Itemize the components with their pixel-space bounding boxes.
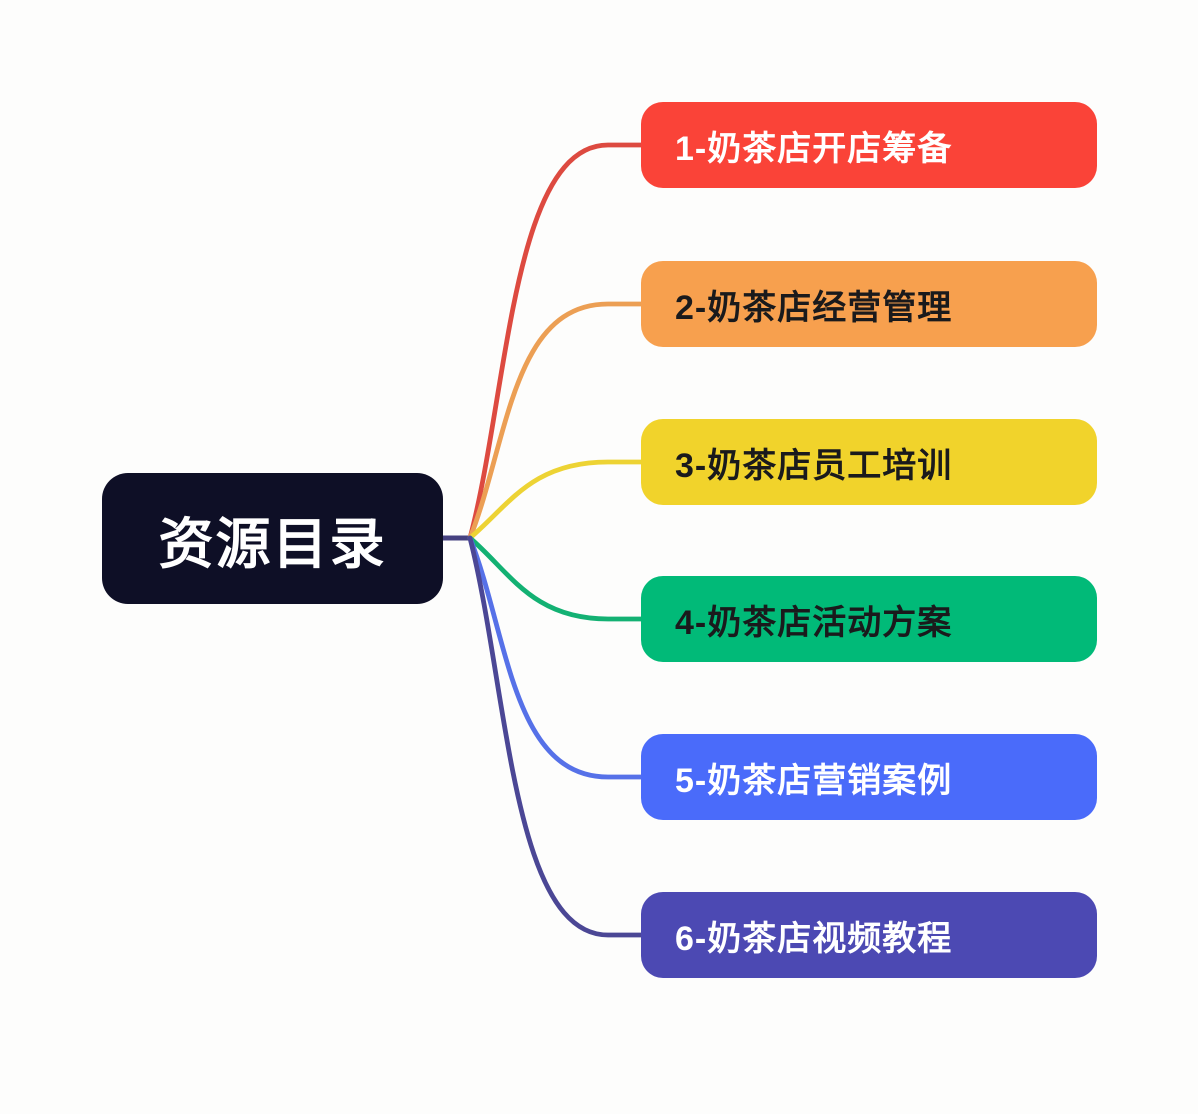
branch-node-2[interactable]: 2-奶茶店经营管理 bbox=[641, 261, 1097, 347]
connector-branch-5 bbox=[467, 535, 649, 780]
branch-node-4-label: 4-奶茶店活动方案 bbox=[675, 603, 953, 642]
branch-node-5[interactable]: 5-奶茶店营销案例 bbox=[641, 734, 1097, 820]
connector-branch-6 bbox=[467, 535, 649, 938]
connector-branch-1 bbox=[467, 142, 649, 541]
branch-node-3[interactable]: 3-奶茶店员工培训 bbox=[641, 419, 1097, 505]
branch-node-3-label: 3-奶茶店员工培训 bbox=[675, 446, 953, 485]
branch-node-6-label: 6-奶茶店视频教程 bbox=[675, 919, 953, 958]
connector-branch-4 bbox=[467, 535, 649, 622]
root-node[interactable]: 资源目录 bbox=[102, 473, 443, 604]
branch-node-1-label: 1-奶茶店开店筹备 bbox=[675, 129, 953, 168]
branch-node-2-label: 2-奶茶店经营管理 bbox=[675, 288, 953, 327]
connector-branch-2 bbox=[467, 301, 649, 541]
branch-node-6[interactable]: 6-奶茶店视频教程 bbox=[641, 892, 1097, 978]
connector-branch-3 bbox=[467, 459, 649, 541]
branch-node-4[interactable]: 4-奶茶店活动方案 bbox=[641, 576, 1097, 662]
branch-node-1[interactable]: 1-奶茶店开店筹备 bbox=[641, 102, 1097, 188]
root-node-label: 资源目录 bbox=[158, 512, 387, 575]
branch-node-5-label: 5-奶茶店营销案例 bbox=[675, 761, 953, 800]
